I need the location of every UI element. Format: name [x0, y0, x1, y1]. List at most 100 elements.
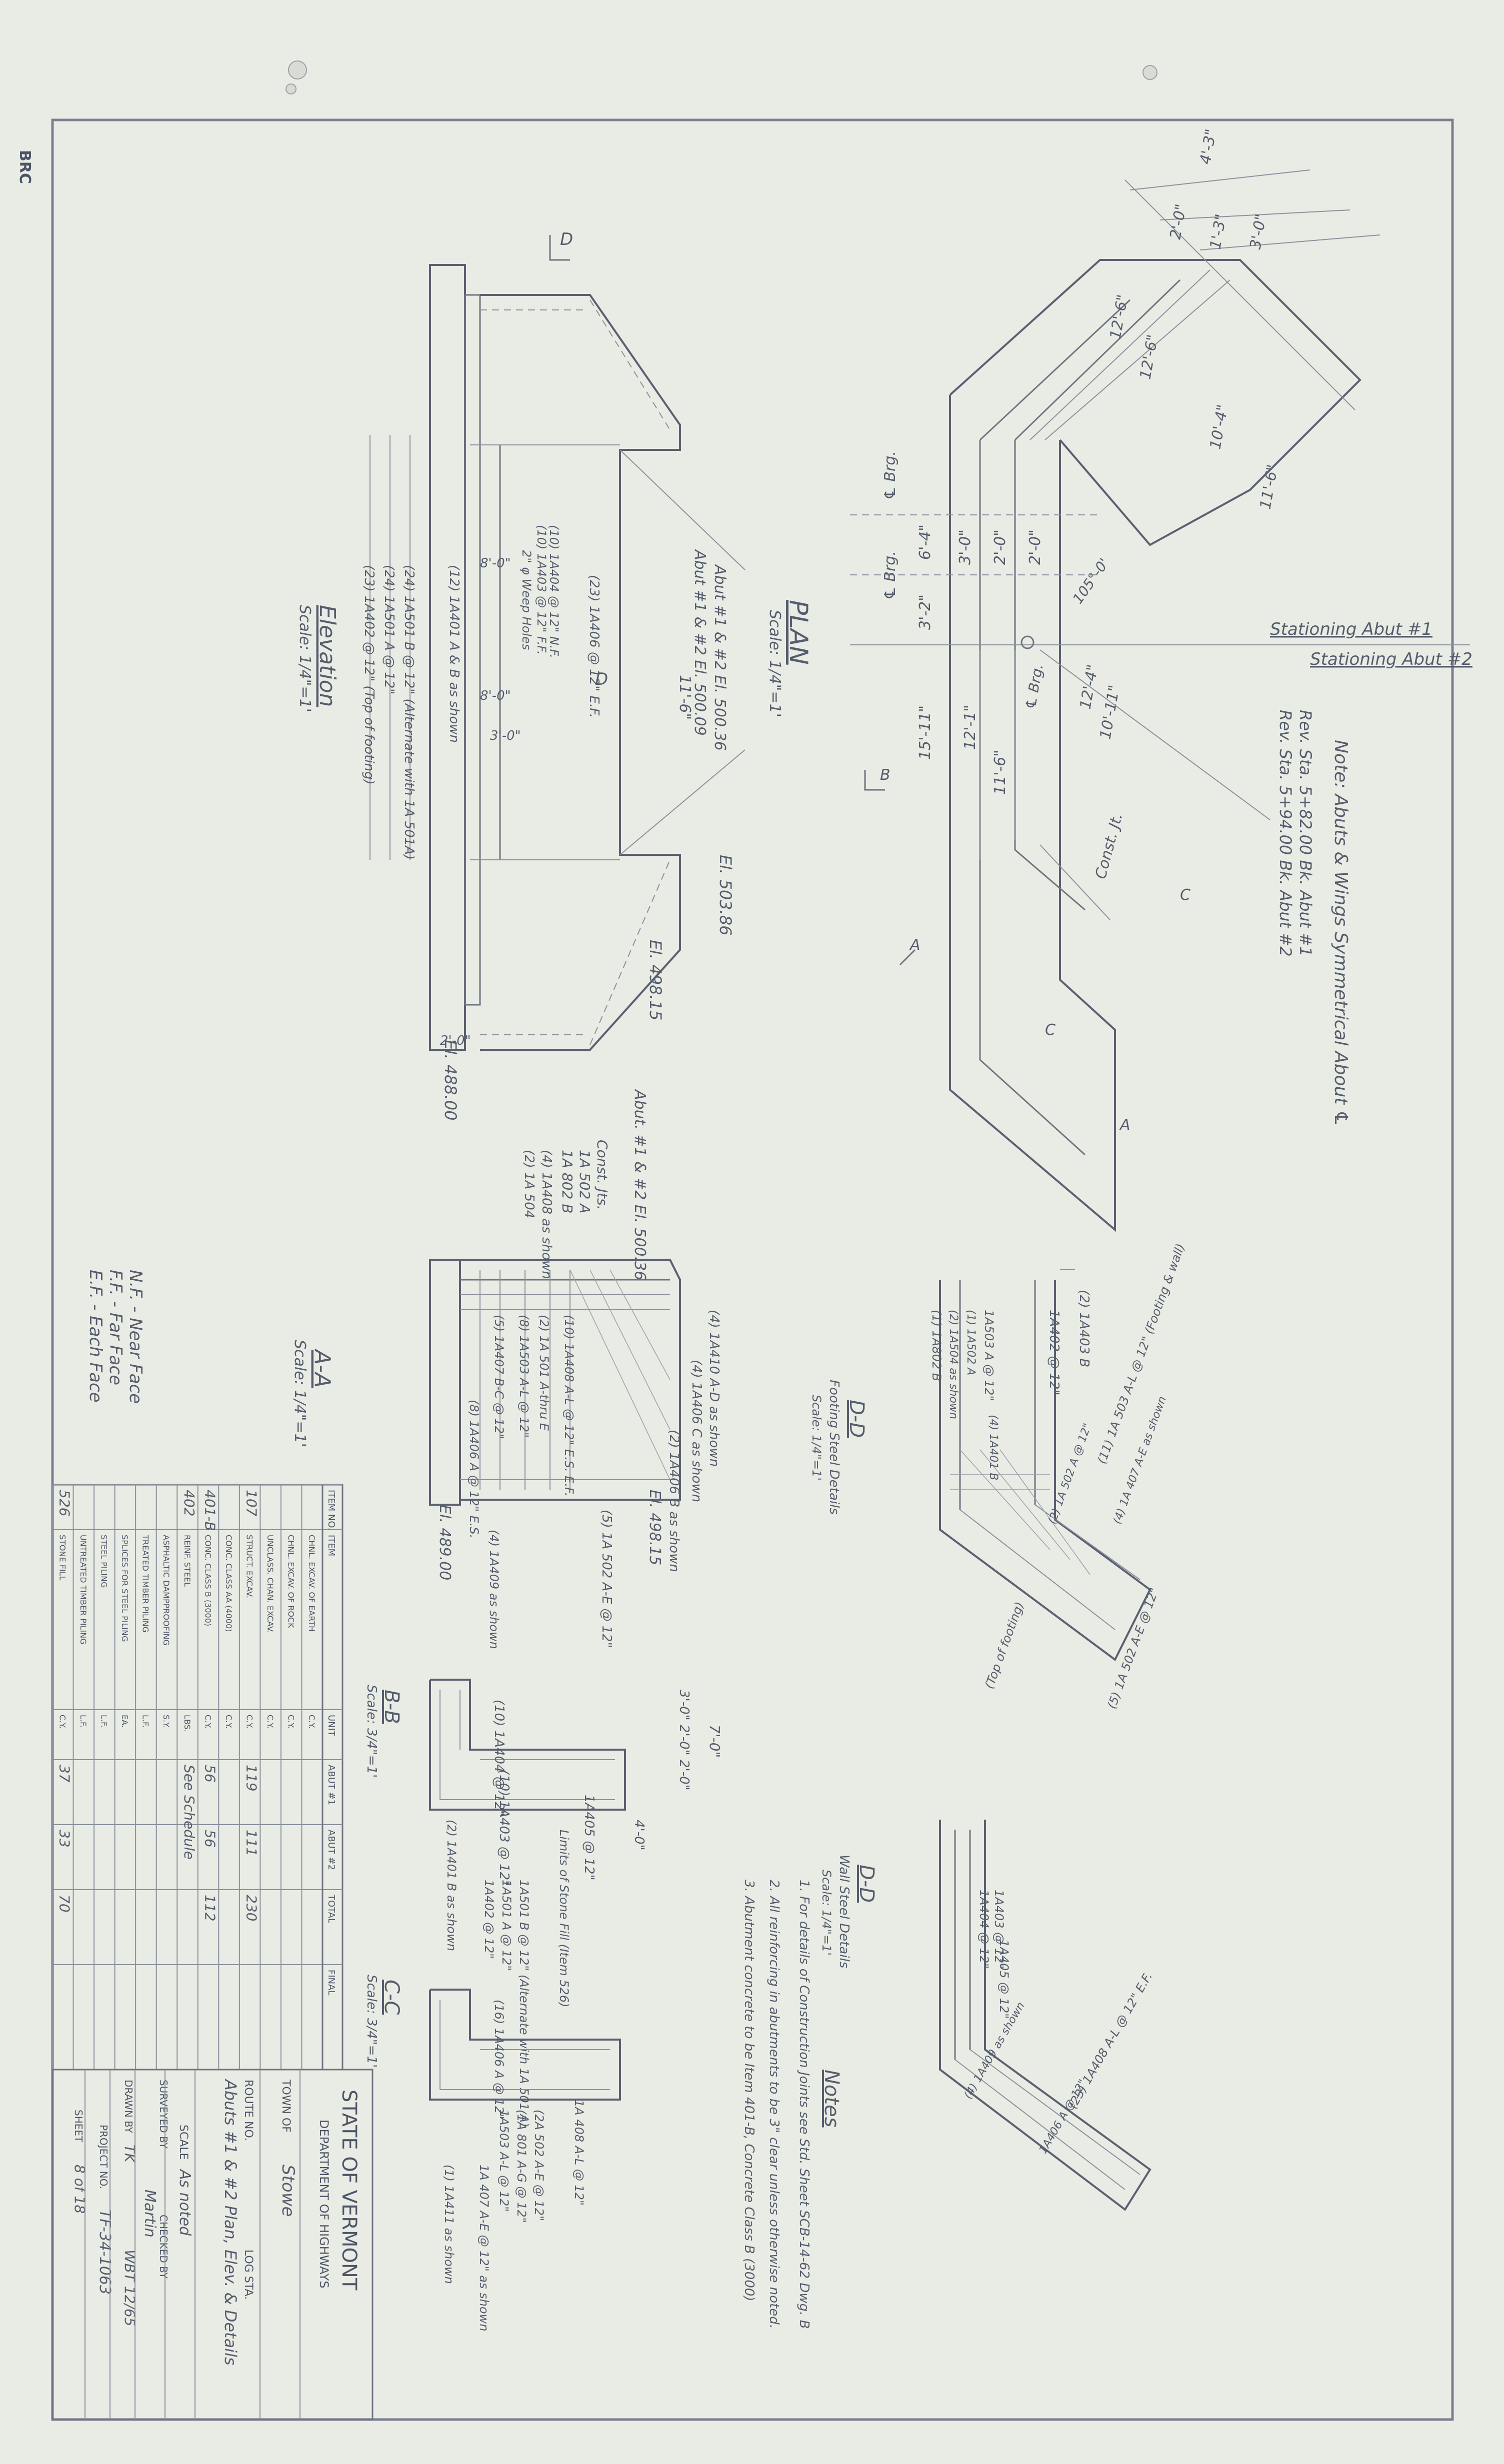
dd1-label: (1) 1A502 A [964, 1310, 977, 1375]
aa-label: Abut. #1 & #2 El. 500.36 [631, 1089, 648, 1280]
plan-dim: 12'-1" [962, 705, 979, 750]
plan-dim: 4'-3" [1196, 127, 1220, 165]
table-cell: 119 [243, 1765, 260, 1791]
table-cell: CONC. CLASS B (3000) [203, 1535, 212, 1626]
tb-sheet-label: SHEET [72, 2110, 84, 2143]
aa-label: (4) 1A408 as shown [539, 1150, 554, 1279]
bb-label: 1A501 A @ 12" [500, 1880, 514, 1971]
tb-state: STATE OF VERMONT [338, 2090, 360, 2291]
plan-bm: ℄ Brg. [1022, 662, 1046, 710]
table-cell: 56 [202, 1830, 218, 1848]
elev-label: (24) 1A501 A @ 12" [382, 565, 396, 694]
elev-label: (23) 1A406 @ 12" E.F. [586, 575, 602, 718]
aa-label: El. 489.00 [436, 1505, 454, 1580]
elev-label: Abut #1 & #2 El. 500.09 [691, 549, 708, 736]
tb-drawn-label: DRAWN BY [122, 2080, 134, 2134]
table-header-cell: UNIT [326, 1715, 336, 1737]
table-cell: 56 [202, 1765, 218, 1783]
elev-label: El. 498.15 [646, 940, 665, 1020]
plan-const-jt: Const. Jt. [1092, 811, 1126, 881]
bb-dim: 3'-0" [676, 1690, 692, 1721]
plan-bm: ℄ Brg. [882, 551, 899, 600]
elev-label: 2" φ Weep Holes [520, 550, 534, 650]
table-cell: 401-B [202, 1490, 218, 1531]
aa-label: Const. Jts. [594, 1140, 610, 1210]
bb-label: 1A405 @ 12" [582, 1795, 596, 1881]
elev-dim: 8'-0" [480, 688, 511, 703]
table-cell: C.Y. [203, 1715, 212, 1729]
elevation-scale: Scale: 1/4"=1' [296, 605, 314, 712]
table-header-cell: ITEM NO. [326, 1490, 336, 1531]
plan-section-c: C [1180, 886, 1190, 904]
note-line: 1. For details of Construction Joints se… [796, 1880, 812, 2329]
tb-description: Abuts #1 & #2 Plan, Elev. & Details [221, 2079, 240, 2366]
tb-scale: As noted [176, 2169, 194, 2236]
dd1-label: (2) 1A 502 A @ 12" [1046, 1422, 1094, 1526]
cc-label: (1A 801 A-G @ 12" [514, 2110, 528, 2223]
bb-label: (10) 1A403 @ 12" [496, 1770, 512, 1886]
dd1-label: (11) 1A 503 A-L @ 12" (Footing & wall) [1094, 1242, 1188, 1466]
plan-rev2: Rev. Sta. 5+94.00 Bk. Abut #2 [1276, 710, 1295, 957]
aa-label: (5) 1A 502 A-E @ 12" [599, 1510, 614, 1648]
stamp-text: BRC [16, 150, 34, 184]
dd1-label: (Top of footing) [982, 1600, 1026, 1691]
aa-label: 1A 502 A [576, 1150, 593, 1213]
general-note: Note: Abuts & Wings Symmetrical About ℄ [1330, 740, 1351, 1126]
plan-dim: 15'-11" [916, 705, 934, 760]
bb-dim: 2'-0" [676, 1760, 692, 1791]
sheet-border [51, 118, 1454, 2421]
bb-scale: Scale: 3/4"=1' [364, 1685, 379, 1778]
plan-dim: 10'-11" [1096, 684, 1123, 741]
notes: Notes 1. For details of Construction Joi… [742, 1880, 843, 2329]
plan-rev1: Rev. Sta. 5+82.00 Bk. Abut #1 [1296, 710, 1315, 957]
bb-label: (2) 1A401 B as shown [444, 1820, 458, 1951]
dd1-label: (2) 1A504 as shown [947, 1310, 960, 1419]
table-cell: UNCLASS. CHAN. EXCAV. [266, 1535, 275, 1633]
plan-dim: 2'-0" [992, 529, 1009, 565]
dd1-label: (2) 1A403 B [1076, 1290, 1092, 1367]
elev-dim: 8'-0" [480, 556, 511, 571]
aa-scale: Scale: 1/4"=1' [291, 1340, 308, 1447]
plan-dim: 3'-2" [916, 594, 934, 630]
table-cell: TREATED TIMBER PILING [141, 1534, 150, 1633]
plan-section-c: C [1045, 1021, 1056, 1039]
table-cell: UNTREATED TIMBER PILING [78, 1535, 88, 1645]
plan-dim: 11'-6" [992, 750, 1009, 795]
table-cell: S.Y. [162, 1715, 171, 1728]
plan-view: 4'-3" 2'-0" 1'-3" 3'-0" 12'-6" 12'-6" 10… [766, 127, 1472, 1232]
tb-route-label: ROUTE NO. [242, 2080, 254, 2141]
plan-dim: 11'-6" [1256, 463, 1282, 511]
note-line: 3. Abutment concrete to be Item 401-B, C… [742, 1880, 756, 2302]
cc-label: 1A 408 A-L @ 12" [572, 2100, 586, 2206]
tb-town: Stowe [278, 2165, 298, 2217]
table-cell: 33 [56, 1830, 73, 1848]
table-cell: CONC. CLASS AA (4000) [224, 1535, 234, 1632]
dd1-label: 1A402 @ 12" [1046, 1310, 1062, 1396]
table-cell: CHNL. EXCAV. OF ROCK [286, 1535, 296, 1628]
plan-dim: 10'-4" [1206, 403, 1232, 451]
table-cell: 526 [56, 1490, 73, 1516]
table-cell: STRUCT. EXCAV. [244, 1535, 254, 1598]
table-header-cell: ABUT #1 [326, 1765, 336, 1805]
section-dd-wall: 1A403 @ 12" 1A404 @ 12" 1A405 @ 12" (23)… [820, 1820, 1155, 2211]
section-cc: (16) 1A406 A @ 12" 1A 408 A-L @ 12" (2A … [364, 1975, 621, 2332]
plan-title: PLAN [784, 600, 813, 665]
elev-dim: 2'-0" [440, 1033, 471, 1048]
table-cell: STONE FILL [58, 1535, 68, 1581]
dd1-label: (4) 1A401 B [987, 1415, 1000, 1480]
tb-surveyed-label: SURVEYED BY [158, 2080, 170, 2149]
dd1-label: (5) 1A 502 A-E @ 12" [1104, 1586, 1162, 1711]
table-cell: EA. [120, 1715, 130, 1728]
dd2-scale: Scale: 1/4"=1' [820, 1870, 834, 1956]
plan-dim: 2'-0" [1166, 202, 1190, 240]
plan-dim: 2'-0" [1026, 529, 1044, 565]
tb-drawn: TK [122, 2145, 138, 2164]
elevation-title: Elevation [314, 605, 340, 707]
aa-label: (4) 1A409 as shown [487, 1530, 501, 1649]
bb-label: Limits of Stone Fill (Item 526) [557, 1830, 571, 2008]
table-cell: See Schedule [181, 1765, 198, 1860]
tb-checked: Martin [141, 2190, 158, 2238]
table-cell: L.F. [78, 1715, 88, 1728]
aa-label: (8) 1A406 A @ 12" E.S. [467, 1400, 481, 1538]
